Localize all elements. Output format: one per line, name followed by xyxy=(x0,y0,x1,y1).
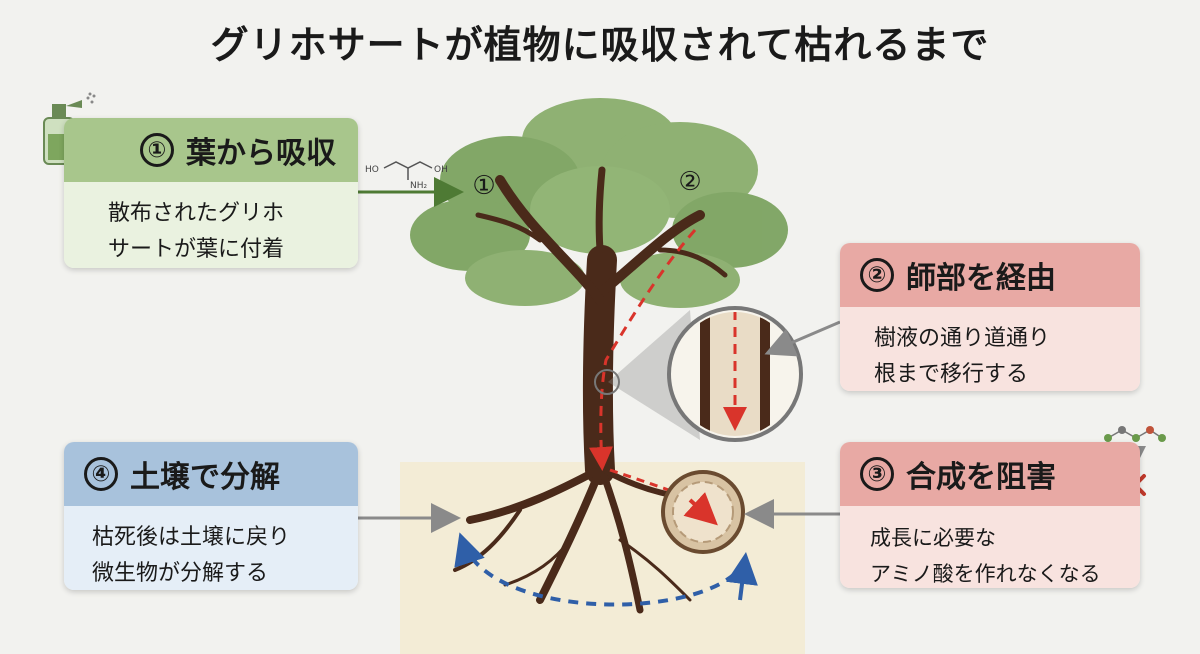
step2-heading: 師部を経由 xyxy=(906,261,1056,296)
step2-body: 樹液の通り道通り 根まで移行する xyxy=(840,307,1140,391)
tree-label-1: ① xyxy=(472,171,495,201)
page-title: グリホサートが植物に吸収されて枯れるまで xyxy=(210,23,990,67)
step3-line-1: 成長に必要な xyxy=(870,526,996,550)
step4-body: 枯死後は土壌に戻り 微生物が分解する xyxy=(64,506,358,590)
root-flow-path xyxy=(609,468,696,502)
step2-card: ② 師部を経由 樹液の通り道通り 根まで移行する xyxy=(840,243,1140,391)
soil-area xyxy=(400,462,805,654)
molecule-label-oh: OH xyxy=(434,165,448,175)
molecule-label-ho: HO xyxy=(365,165,379,175)
step1-card: ① 葉から吸収 散布されたグリホ サートが葉に付着 xyxy=(64,118,358,268)
magnifier-source-circle xyxy=(594,369,620,395)
step3-card: ③ 合成を阻害 成長に必要な アミノ酸を作れなくなる xyxy=(840,442,1140,588)
step4-heading: 土壌で分解 xyxy=(130,460,280,495)
step3-heading: 合成を阻害 xyxy=(906,460,1056,495)
step4-header: ④ 土壌で分解 xyxy=(64,442,358,506)
step3-line-2: アミノ酸を作れなくなる xyxy=(870,562,1101,586)
step4-card: ④ 土壌で分解 枯死後は土壌に戻り 微生物が分解する xyxy=(64,442,358,590)
root-cross-section xyxy=(661,470,745,554)
decomposition-cycle-arrow-up xyxy=(726,552,758,601)
step4-number: ④ xyxy=(84,457,118,491)
step4-line-1: 枯死後は土壌に戻り xyxy=(92,525,291,550)
step1-body: 散布されたグリホ サートが葉に付着 xyxy=(64,182,358,268)
molecule-label-nh2: NH₂ xyxy=(410,181,428,191)
step3-number: ③ xyxy=(860,457,894,491)
step2-arrow xyxy=(764,320,841,357)
step3-header: ③ 合成を阻害 xyxy=(840,442,1140,506)
decomposition-cycle-path xyxy=(454,532,747,607)
glyphosate-molecule-icon xyxy=(383,161,433,180)
step3-body: 成長に必要な アミノ酸を作れなくなる xyxy=(840,506,1140,588)
step1-number: ① xyxy=(140,133,174,167)
tree-trunk xyxy=(475,166,728,485)
tree-canopy xyxy=(410,98,788,308)
step1-line-1: 散布されたグリホ xyxy=(108,201,285,226)
step1-line-2: サートが葉に付着 xyxy=(108,237,285,262)
step2-line-2: 根まで移行する xyxy=(874,362,1029,387)
phloem-flow-path xyxy=(588,229,697,471)
step2-number: ② xyxy=(860,258,894,292)
step1-header: ① 葉から吸収 xyxy=(64,118,358,182)
step2-header: ② 師部を経由 xyxy=(840,243,1140,307)
step2-line-1: 樹液の通り道通り xyxy=(874,326,1051,351)
tree-label-2: ② xyxy=(678,167,701,197)
step4-line-2: 微生物が分解する xyxy=(92,561,269,586)
step1-heading: 葉から吸収 xyxy=(186,136,336,171)
